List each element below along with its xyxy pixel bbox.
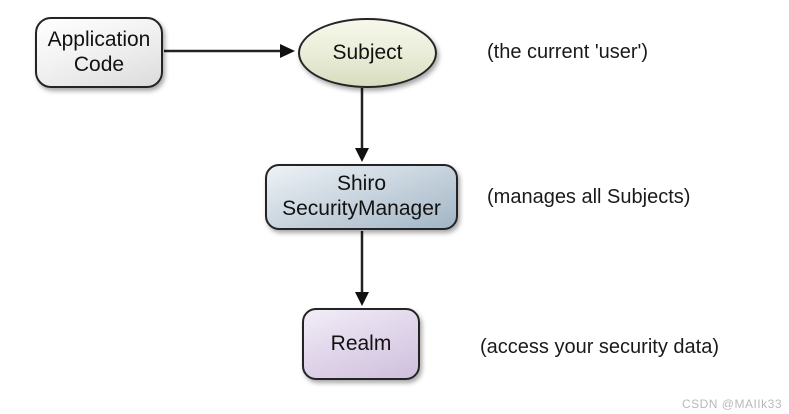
node-realm: Realm [302,308,420,380]
annotation-realm: (access your security data) [480,336,719,358]
node-application-code-label: Application Code [47,27,151,76]
arrow-appcode-to-subject [164,44,295,58]
node-security-manager: Shiro SecurityManager [265,164,458,230]
node-subject-label: Subject [332,40,403,64]
arrow-subject-to-securitymanager [355,88,369,162]
arrow-securitymanager-to-realm [355,231,369,306]
annotation-security-manager: (manages all Subjects) [487,186,691,208]
node-security-manager-label: Shiro SecurityManager [282,172,441,220]
csdn-watermark: CSDN @MAIIk33 [681,397,782,411]
node-realm-label: Realm [330,331,392,355]
node-application-code: Application Code [35,17,163,88]
node-subject: Subject [298,18,437,88]
annotation-subject: (the current 'user') [487,41,649,63]
